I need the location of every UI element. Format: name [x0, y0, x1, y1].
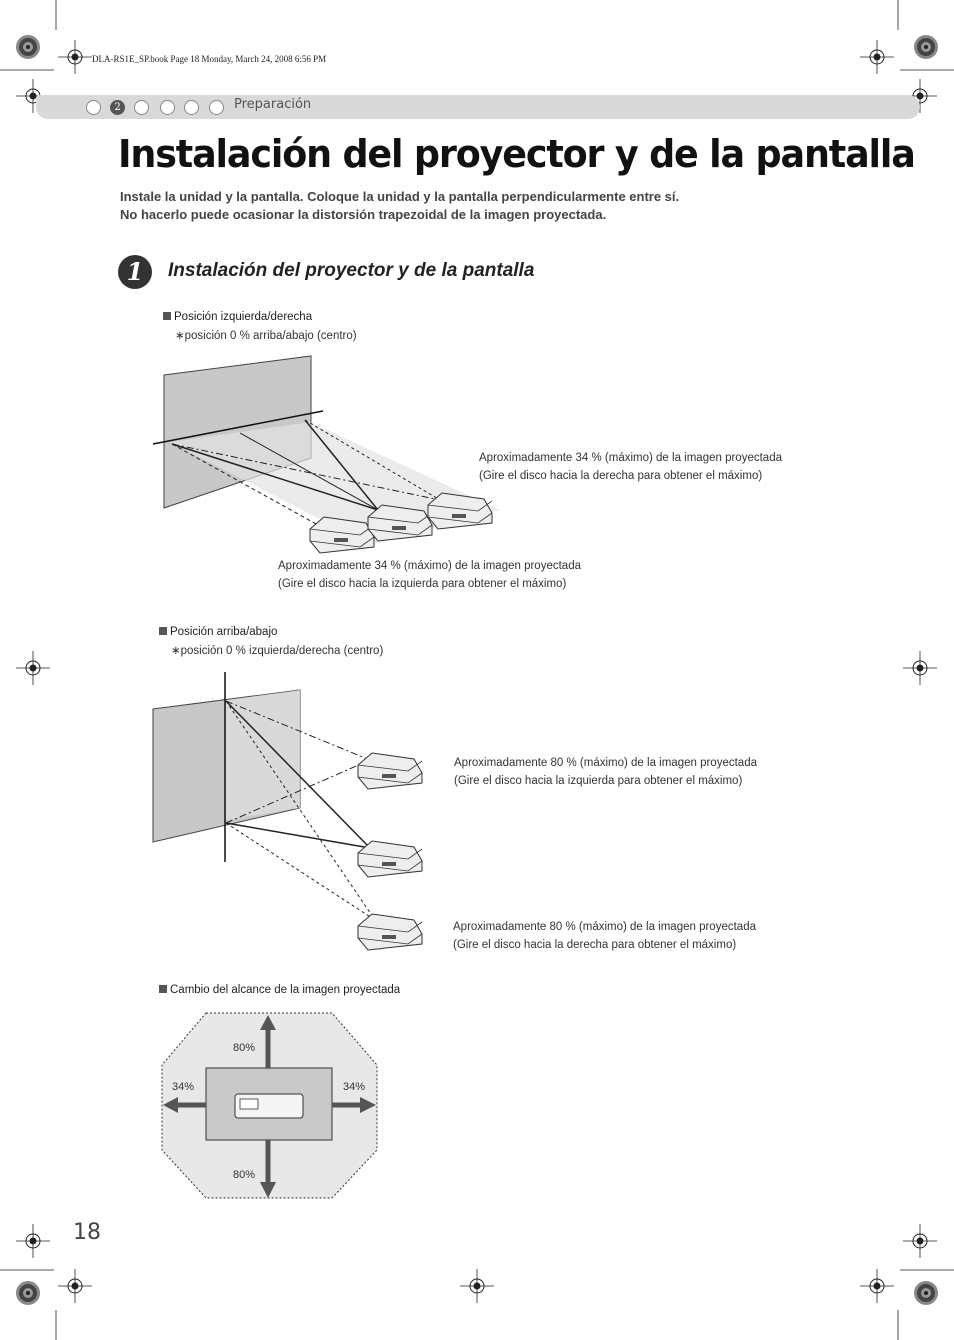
range-right-percent: 34% [343, 1081, 366, 1093]
step-heading: Instalación del proyector y de la pantal… [168, 260, 535, 281]
fig2-up-caption: Aproximadamente 80 % (máximo) de la imag… [454, 754, 757, 790]
chapter-dot [184, 100, 199, 115]
fig1-left-caption: Aproximadamente 34 % (máximo) de la imag… [278, 557, 581, 593]
step-number-badge: 1 [118, 255, 152, 289]
intro-line-1: Instale la unidad y la pantalla. Coloque… [120, 189, 680, 204]
chapter-dot [134, 100, 149, 115]
fig2-up-caption-2: (Gire el disco hacia la izquierda para o… [454, 775, 743, 787]
range-top-percent: 80% [233, 1042, 256, 1054]
bullet-square-icon [159, 627, 167, 635]
fig2-down-caption-1: Aproximadamente 80 % (máximo) de la imag… [453, 921, 756, 933]
diagram-range [161, 1012, 378, 1199]
diagram-up-down [152, 672, 423, 951]
fig2-label-text: Posición arriba/abajo [170, 626, 278, 638]
chapter-header-bar: 2 [36, 95, 920, 119]
page-number: 18 [73, 1220, 101, 1245]
chapter-dot [86, 100, 101, 115]
intro-line-2: No hacerlo puede ocasionar la distorsión… [120, 207, 607, 222]
fig1-right-caption-1: Aproximadamente 34 % (máximo) de la imag… [479, 452, 782, 464]
fig1-note: ∗posición 0 % arriba/abajo (centro) [175, 330, 357, 342]
fig2-up-caption-1: Aproximadamente 80 % (máximo) de la imag… [454, 757, 757, 769]
section-label: Preparación [234, 97, 312, 112]
chapter-dot-active: 2 [110, 100, 125, 115]
chapter-dot [209, 100, 224, 115]
range-left-percent: 34% [172, 1081, 195, 1093]
fig3-label: Cambio del alcance de la imagen proyecta… [159, 984, 400, 996]
fig1-left-caption-2: (Gire el disco hacia la izquierda para o… [278, 578, 567, 590]
bullet-square-icon [159, 985, 167, 993]
fig1-label: Posición izquierda/derecha [163, 311, 312, 323]
fig1-right-caption: Aproximadamente 34 % (máximo) de la imag… [479, 449, 782, 485]
fig2-note: ∗posición 0 % izquierda/derecha (centro) [171, 645, 384, 657]
fig1-right-caption-2: (Gire el disco hacia la derecha para obt… [479, 470, 763, 482]
diagram-left-right [152, 355, 500, 554]
bullet-square-icon [163, 312, 171, 320]
fig2-down-caption: Aproximadamente 80 % (máximo) de la imag… [453, 918, 756, 954]
intro-text: Instale la unidad y la pantalla. Coloque… [120, 188, 679, 224]
fig1-left-caption-1: Aproximadamente 34 % (máximo) de la imag… [278, 560, 581, 572]
fig2-down-caption-2: (Gire el disco hacia la derecha para obt… [453, 939, 737, 951]
file-info: DLA-RS1E_SP.book Page 18 Monday, March 2… [92, 54, 327, 64]
fig1-label-text: Posición izquierda/derecha [174, 311, 313, 323]
page-title: Instalación del proyector y de la pantal… [118, 132, 916, 176]
fig3-label-text: Cambio del alcance de la imagen proyecta… [170, 984, 401, 996]
chapter-dot [160, 100, 175, 115]
fig2-label: Posición arriba/abajo [159, 626, 277, 638]
range-bottom-percent: 80% [233, 1169, 256, 1181]
